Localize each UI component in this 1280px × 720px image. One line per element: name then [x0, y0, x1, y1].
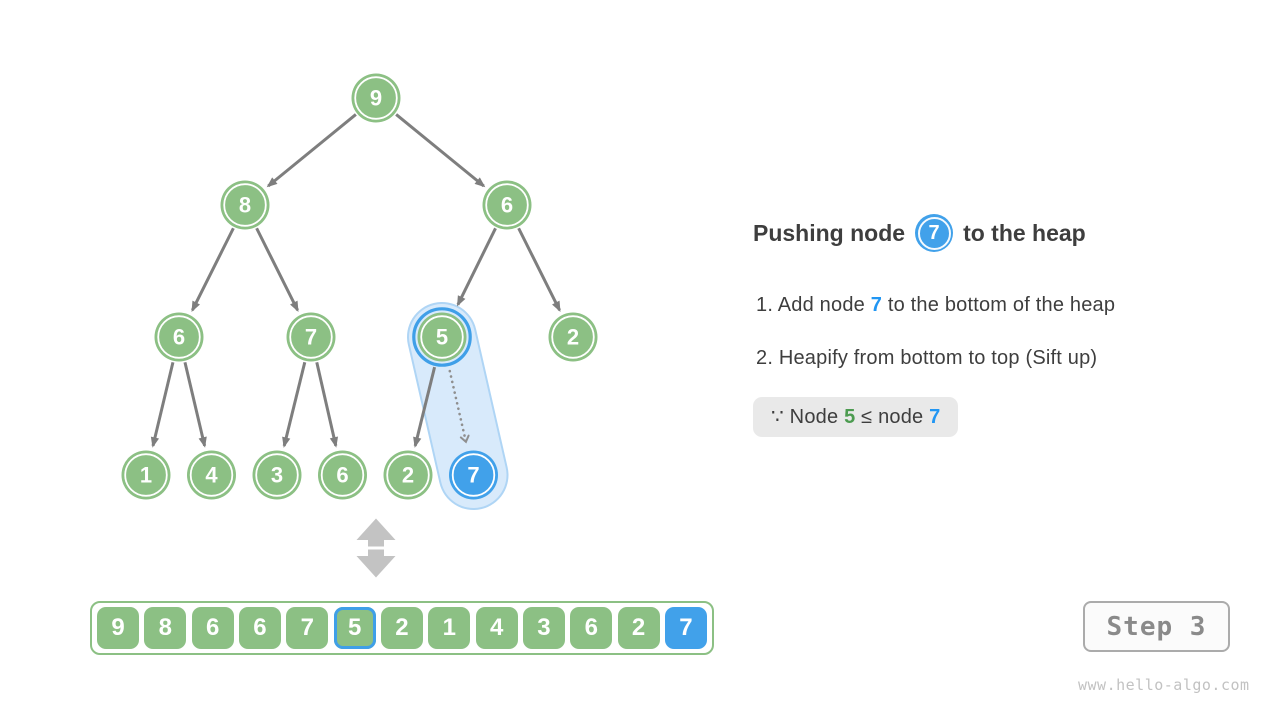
tree-node: 2 — [383, 450, 433, 500]
tree-edge-arrow — [413, 366, 437, 448]
array-cell-value: 7 — [679, 614, 693, 641]
tree-node: 3 — [252, 450, 302, 500]
text-segment: ∵ Node — [771, 406, 845, 428]
highlighted-value: 7 — [870, 294, 883, 316]
tree-node-value: 6 — [501, 193, 513, 218]
array-cell: 7 — [664, 607, 707, 649]
comparison-note: ∵ Node 5 ≤ node 7 — [753, 397, 959, 437]
array-cell-value: 2 — [395, 614, 409, 641]
text-segment: 2. Heapify from bottom to top (Sift up) — [756, 347, 1098, 369]
tree-node: 6 — [318, 450, 367, 500]
array-cell-value: 4 — [489, 614, 504, 641]
array-cell: 6 — [238, 607, 281, 649]
tree-node: 4 — [187, 450, 236, 500]
tree-edge-arrow — [517, 227, 561, 312]
tree-edge-arrow — [315, 362, 339, 448]
tree-node: 6 — [482, 180, 532, 230]
tree-node-value: 2 — [567, 325, 579, 350]
array-cell-value: 6 — [253, 614, 267, 641]
array-cell: 9 — [97, 607, 139, 649]
tree-node: 7 — [449, 450, 498, 500]
panel-title: Pushing node 7 to the heap — [753, 212, 1223, 254]
tree-node-value: 7 — [467, 463, 479, 488]
array-cell-value: 9 — [111, 614, 125, 641]
heap-array: 9 8 6 6 7 5 2 1 4 3 6 2 7 — [90, 601, 714, 655]
array-cell: 8 — [144, 607, 187, 649]
tree-node-value: 7 — [305, 325, 317, 350]
tree-node-value: 8 — [239, 193, 251, 218]
array-cell: 2 — [380, 607, 423, 649]
tree-node: 9 — [351, 73, 401, 123]
step-item-1: 1. Add node 7 to the bottom of the heap — [756, 294, 1115, 317]
tree-node: 2 — [548, 312, 598, 362]
highlighted-value: 7 — [929, 406, 941, 428]
tree-node-value: 9 — [370, 86, 382, 111]
tree-node-value: 6 — [336, 463, 348, 488]
tree-node: 1 — [121, 450, 171, 500]
up-down-arrow-icon — [356, 518, 396, 547]
tree-node: 8 — [220, 180, 270, 230]
explanation-panel: Pushing node 7 to the heap 1. Add node 7… — [753, 212, 1223, 437]
array-cell-value: 8 — [158, 614, 172, 641]
badge-value: 7 — [928, 221, 940, 244]
node-7-badge-icon: 7 — [915, 214, 954, 252]
text-segment: to the bottom of the heap — [882, 294, 1116, 316]
array-cell-value: 6 — [205, 614, 220, 641]
title-text-post: to the heap — [963, 219, 1086, 246]
tree-node: 7 — [286, 312, 336, 362]
tree-node-value: 4 — [205, 463, 218, 488]
array-cell: 6 — [570, 607, 613, 649]
array-cell: 1 — [428, 607, 471, 649]
tree-edge-arrow — [183, 361, 207, 448]
tree-edge-arrow — [150, 361, 175, 448]
tree-node-value: 5 — [436, 325, 448, 350]
heap-tree: 9 8 6 6 7 5 2 1 4 3 6 2 7 — [121, 73, 598, 578]
tree-edge-arrow — [456, 227, 497, 307]
up-down-arrow-icon — [356, 549, 396, 578]
array-cell: 4 — [475, 607, 518, 649]
tree-edge-arrow — [282, 361, 307, 448]
watermark: www.hello-algo.com — [1078, 676, 1250, 694]
tree-edge-arrow — [395, 113, 486, 188]
tree-edge-arrow — [266, 113, 357, 188]
array-cell: 3 — [522, 607, 565, 649]
array-cell-value: 5 — [347, 614, 362, 641]
array-cell: 6 — [191, 607, 234, 649]
text-segment: 1. Add node — [756, 294, 871, 316]
array-cell: 2 — [617, 607, 660, 649]
array-cell-value: 1 — [442, 614, 456, 641]
array-cell: 7 — [286, 607, 329, 649]
array-cell-value: 7 — [300, 614, 314, 641]
tree-node-value: 2 — [402, 463, 414, 488]
tree-node-value: 1 — [140, 463, 152, 488]
tree-node: 6 — [154, 312, 204, 362]
tree-node-value: 6 — [173, 325, 185, 350]
array-cell-value: 3 — [537, 614, 551, 641]
array-cell: 5 — [333, 607, 376, 649]
text-segment: ≤ node — [855, 406, 930, 428]
tree-node-value: 3 — [271, 463, 283, 488]
tree-edge-arrow — [255, 227, 299, 312]
title-text-pre: Pushing node — [753, 219, 906, 246]
step-item-2: 2. Heapify from bottom to top (Sift up) — [756, 347, 1097, 370]
highlighted-value: 5 — [844, 406, 856, 428]
step-indicator-button[interactable]: Step 3 — [1083, 601, 1230, 652]
tree-node: 5 — [412, 307, 472, 367]
array-cell-value: 2 — [631, 614, 646, 641]
array-cell-value: 6 — [584, 614, 598, 641]
sift-up-dotted-arrow — [448, 369, 470, 444]
tree-edge-arrow — [191, 227, 235, 312]
